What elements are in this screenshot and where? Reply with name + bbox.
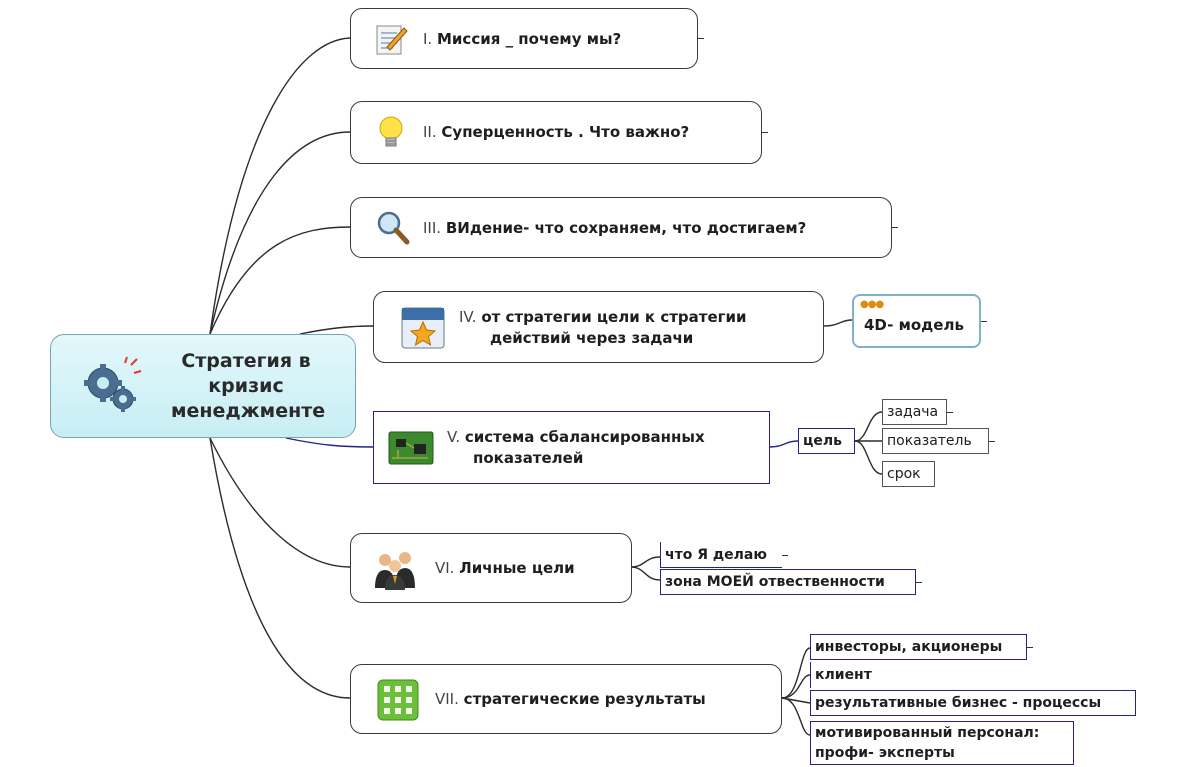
result-investors[interactable]: инвесторы, акционеры (810, 634, 1027, 660)
branch-vision[interactable]: III. ВИдение- что сохраняем, что достига… (350, 197, 892, 258)
result-label: инвесторы, акционеры (815, 639, 1003, 655)
branch-label-line2: действий через задачи (490, 329, 694, 347)
lightbulb-icon (379, 116, 403, 147)
personal-item-label: что Я делаю (665, 546, 767, 563)
goal-label: цель (803, 433, 842, 449)
calendar-star-icon (401, 307, 445, 349)
people-icon (375, 552, 415, 590)
goal-child-task[interactable]: задача (882, 399, 947, 425)
central-topic[interactable]: Стратегия в кризис менеджменте (50, 334, 356, 438)
branch-number: IV. (459, 308, 477, 326)
result-label: результативные бизнес - процессы (815, 695, 1102, 711)
model-4d-node[interactable]: ●●● 4D- модель (852, 294, 981, 348)
result-label-line2: профи- эксперты (815, 745, 955, 761)
branch-label-line2: показателей (473, 449, 584, 467)
personal-item-doing[interactable]: что Я делаю (660, 542, 782, 568)
magnifier-icon (377, 211, 410, 245)
branch-strategy[interactable]: IV. от стратегии цели к стратегии действ… (373, 291, 824, 363)
goal-child-indicator[interactable]: показатель (882, 428, 989, 454)
branch-strategic-results[interactable]: VII. стратегические результаты (350, 664, 782, 734)
goal-child-deadline[interactable]: срок (882, 461, 935, 487)
branch-label-line1: система сбалансированных (464, 428, 705, 446)
branch-number: III. (423, 219, 442, 237)
result-client[interactable]: клиент (810, 662, 880, 688)
branch-label: Личные цели (459, 559, 575, 577)
branch-label: Суперценность . Что важно? (441, 123, 690, 141)
branch-number: V. (447, 428, 461, 446)
goal-node[interactable]: цель (798, 428, 855, 454)
personal-item-label: зона МОЕЙ отвественности (665, 574, 885, 590)
circuit-board-icon (388, 431, 434, 465)
branch-supervalue[interactable]: II. Суперценность . Что важно? (350, 101, 762, 164)
branch-number: VII. (435, 690, 459, 708)
model-label: 4D- модель (864, 316, 964, 334)
branch-mission[interactable]: I. Миссия _ почему мы? (350, 8, 698, 69)
result-business-processes[interactable]: результативные бизнес - процессы (810, 690, 1136, 716)
personal-item-responsibility[interactable]: зона МОЕЙ отвественности (660, 569, 916, 595)
central-title: Стратегия в кризис менеджменте (171, 350, 326, 422)
notepad-pencil-icon (376, 25, 408, 55)
branch-label: Миссия _ почему мы? (436, 30, 622, 48)
indicator-label: показатель (887, 433, 972, 449)
dots-icon: ●●● (860, 299, 884, 310)
result-label-line1: мотивированный персонал: (815, 725, 1040, 741)
branch-label: ВИдение- что сохраняем, что достигаем? (445, 219, 807, 237)
deadline-label: срок (887, 466, 921, 482)
branch-scorecard[interactable]: V. система сбалансированных показателей (373, 411, 770, 484)
branch-label: стратегические результаты (463, 690, 706, 708)
branch-number: I. (423, 30, 433, 48)
branch-personal-goals[interactable]: VI. Личные цели (350, 533, 632, 603)
branch-number: VI. (435, 559, 455, 577)
task-label: задача (887, 404, 939, 420)
branch-label-line1: от стратегии цели к стратегии (481, 308, 747, 326)
branch-number: II. (423, 123, 437, 141)
gears-icon (84, 356, 142, 412)
green-grid-icon (377, 679, 419, 721)
result-motivated-staff[interactable]: мотивированный персонал: профи- эксперты (810, 721, 1074, 765)
result-label: клиент (815, 667, 872, 683)
